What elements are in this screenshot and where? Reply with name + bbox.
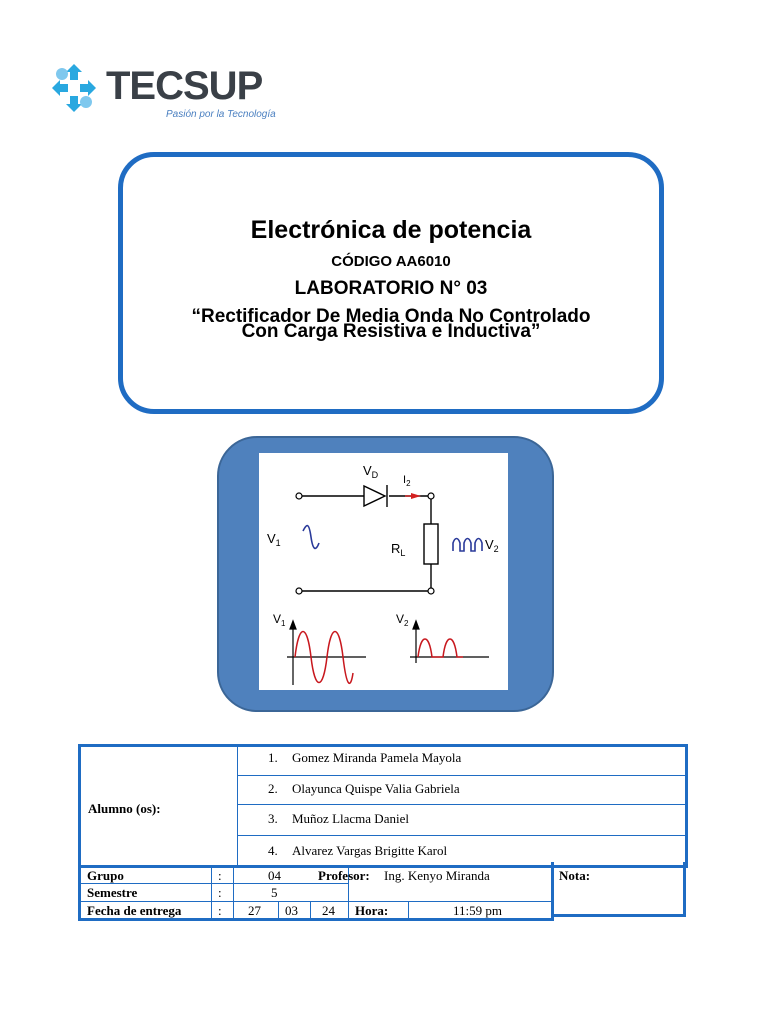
date-colon: : — [218, 903, 222, 918]
student-info-table: Alumno (os): 1. Gomez Miranda Pamela May… — [78, 744, 688, 922]
label-v1: V1 — [267, 531, 281, 548]
tecsup-logo: TECSUP Pasión por la Tecnología — [48, 60, 278, 124]
date-year: 24 — [322, 903, 335, 918]
date-day: 27 — [248, 903, 261, 918]
grade-label: Nota: — [559, 868, 591, 883]
lab-title-line-1: “Rectificador De Media Onda No Controlad… — [191, 306, 591, 327]
student-3-num: 3. — [268, 811, 278, 826]
circuit-diagram: VD I2 V1 RL V2 V1 V2 — [259, 453, 508, 690]
label-rl: RL — [391, 541, 405, 558]
label-i2: I2 — [403, 474, 411, 488]
course-code: CÓDIGO AA6010 — [331, 253, 451, 270]
label-v1-plot: V1 — [273, 612, 286, 628]
student-2-name: Olayunca Quispe Valia Gabriela — [292, 781, 460, 796]
lab-number: LABORATORIO N° 03 — [294, 278, 488, 299]
student-3-name: Muñoz Llacma Daniel — [292, 811, 409, 826]
lab-title-line-2: Con Carga Resistiva e Inductiva” — [241, 321, 541, 342]
group-colon: : — [218, 868, 222, 883]
date-month: 03 — [285, 903, 298, 918]
students-label: Alumno (os): — [88, 801, 161, 816]
professor-label: Profesor: — [318, 868, 370, 883]
professor-value: Ing. Kenyo Miranda — [384, 868, 490, 883]
student-4-name: Alvarez Vargas Brigitte Karol — [292, 843, 448, 858]
half-wave-rectifier-circuit-icon: VD I2 V1 RL V2 V1 V2 — [267, 463, 499, 685]
cover-title-box: Electrónica de potencia CÓDIGO AA6010 LA… — [118, 152, 664, 414]
student-2-num: 2. — [268, 781, 278, 796]
student-1-name: Gomez Miranda Pamela Mayola — [292, 750, 462, 765]
semester-value: 5 — [271, 885, 278, 900]
semester-colon: : — [218, 885, 222, 900]
student-1-num: 1. — [268, 750, 278, 765]
label-v2: V2 — [485, 537, 499, 554]
label-vd: VD — [363, 463, 379, 480]
group-value: 04 — [268, 868, 281, 883]
logo-tagline: Pasión por la Tecnología — [166, 109, 276, 120]
group-label: Grupo — [87, 868, 124, 883]
student-4-num: 4. — [268, 843, 278, 858]
semester-label: Semestre — [87, 885, 138, 900]
logo-wordmark: TECSUP — [106, 64, 263, 108]
time-value: 11:59 pm — [453, 903, 502, 918]
tecsup-logo-mark-icon — [52, 64, 96, 112]
date-label: Fecha de entrega — [87, 903, 182, 918]
label-v2-plot: V2 — [396, 612, 409, 628]
time-label: Hora: — [355, 903, 389, 918]
course-subject: Electrónica de potencia — [250, 216, 532, 244]
